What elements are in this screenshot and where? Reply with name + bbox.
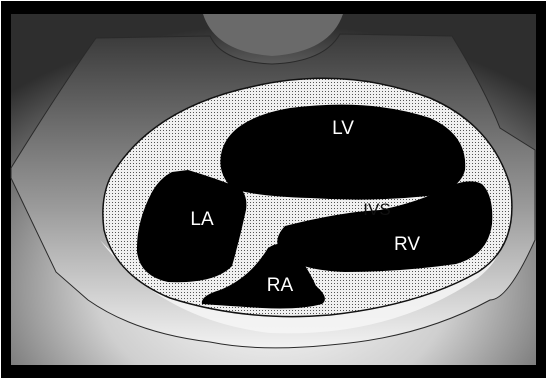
label-ra: RA — [267, 275, 294, 296]
label-rv: RV — [394, 234, 420, 255]
label-la: LA — [190, 209, 214, 230]
label-lv: LV — [332, 118, 354, 139]
label-ivs: IVS — [363, 200, 390, 219]
